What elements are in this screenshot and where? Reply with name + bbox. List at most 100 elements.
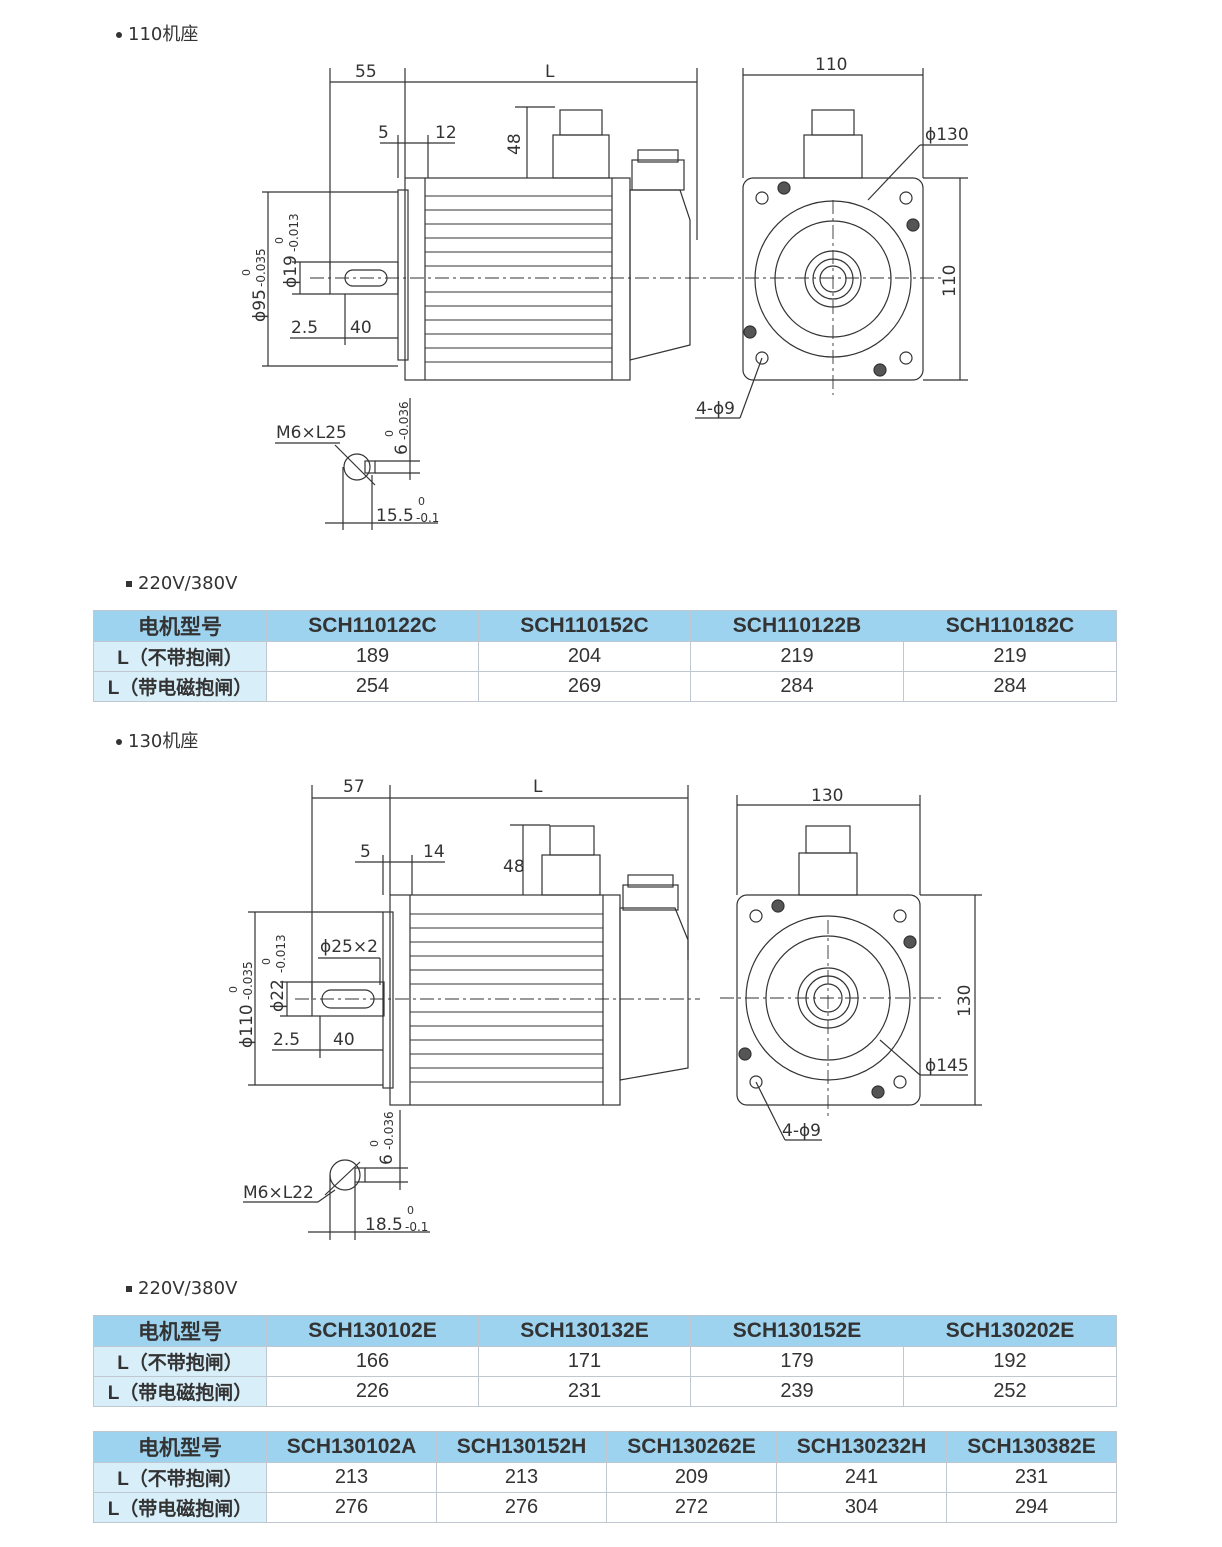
- drawing-110-frame: 55 L 5 12 48 110 110 ϕ130 ϕ95 -0.035 0 ϕ…: [240, 55, 969, 530]
- value-cell: 239: [690, 1376, 904, 1407]
- dim-48: 48: [503, 857, 525, 877]
- dim-55: 55: [355, 62, 377, 82]
- model-cell: SCH110122B: [690, 610, 904, 642]
- dim-phi95: ϕ95: [250, 289, 270, 322]
- dim-phi19-tol0: 0: [273, 237, 286, 244]
- dim-key: 6: [392, 444, 412, 455]
- dim-key-tol0: 0: [368, 1140, 381, 1147]
- dim-phi22-tol0: 0: [260, 958, 273, 965]
- dim-key: 6: [377, 1154, 397, 1165]
- dim-130-side: 130: [955, 985, 975, 1017]
- table-row: L（不带抱闸） 189 204 219 219: [93, 641, 1117, 672]
- value-cell: 226: [266, 1376, 479, 1407]
- dim-2-5: 2.5: [273, 1030, 300, 1050]
- table-row: L（带电磁抱闸） 276 276 272 304 294: [93, 1492, 1117, 1523]
- table-row: L（带电磁抱闸） 254 269 284 284: [93, 671, 1117, 702]
- value-cell: 204: [478, 641, 691, 672]
- value-cell: 254: [266, 671, 479, 702]
- model-cell: SCH130102E: [266, 1315, 479, 1347]
- value-cell: 189: [266, 641, 479, 672]
- dim-phi22-tol: -0.013: [274, 934, 288, 973]
- dim-5: 5: [378, 123, 389, 143]
- value-cell: 241: [776, 1462, 947, 1493]
- value-cell: 171: [478, 1346, 691, 1377]
- model-cell: SCH110182C: [903, 610, 1117, 642]
- value-cell: 213: [266, 1462, 437, 1493]
- dim-thread: M6×L25: [276, 423, 347, 443]
- table-header-row: 电机型号 SCH110122C SCH110152C SCH110122B SC…: [93, 610, 1117, 642]
- section-title-130: 130机座: [116, 727, 198, 753]
- row-label: L（不带抱闸）: [93, 1346, 267, 1377]
- dim-48: 48: [505, 133, 525, 155]
- value-cell: 284: [903, 671, 1117, 702]
- dim-40: 40: [350, 318, 372, 338]
- dim-key-depth-tol0: 0: [407, 1204, 414, 1217]
- dim-phi130: ϕ130: [925, 125, 969, 145]
- value-cell: 209: [606, 1462, 777, 1493]
- dim-12: 12: [435, 123, 457, 143]
- spec-table-130-a: 电机型号 SCH130102E SCH130132E SCH130152E SC…: [93, 1315, 1117, 1407]
- dim-key-tol: -0.036: [397, 401, 411, 440]
- dim-l: L: [545, 62, 555, 82]
- header-label: 电机型号: [93, 1315, 267, 1347]
- dim-key-depth-tol: -0.1: [405, 1220, 428, 1234]
- dim-key-depth-tol0: 0: [418, 495, 425, 508]
- model-cell: SCH130102A: [266, 1431, 437, 1463]
- value-cell: 276: [436, 1492, 607, 1523]
- value-cell: 166: [266, 1346, 479, 1377]
- dim-110-top: 110: [815, 55, 847, 75]
- table-header-row: 电机型号 SCH130102A SCH130152H SCH130262E SC…: [93, 1431, 1117, 1463]
- dim-key-tol0: 0: [383, 430, 396, 437]
- dim-holes: 4-ϕ9: [782, 1121, 821, 1141]
- model-cell: SCH130152H: [436, 1431, 607, 1463]
- model-cell: SCH130132E: [478, 1315, 691, 1347]
- row-label: L（不带抱闸）: [93, 641, 267, 672]
- value-cell: 304: [776, 1492, 947, 1523]
- dim-key-depth: 18.5: [365, 1215, 403, 1235]
- dim-130-top: 130: [811, 786, 843, 806]
- dim-phi110-tol: -0.035: [241, 961, 255, 1000]
- dim-40: 40: [333, 1030, 355, 1050]
- dim-phi110-tol0: 0: [227, 986, 240, 993]
- row-label: L（带电磁抱闸）: [93, 1376, 267, 1407]
- header-label: 电机型号: [93, 1431, 267, 1463]
- value-cell: 192: [903, 1346, 1117, 1377]
- dim-l: L: [533, 777, 543, 797]
- model-cell: SCH130382E: [946, 1431, 1117, 1463]
- value-cell: 269: [478, 671, 691, 702]
- voltage-label-110: 220V/380V: [126, 573, 237, 594]
- dim-phi22: ϕ22: [268, 979, 288, 1012]
- dim-thread: M6×L22: [243, 1183, 314, 1203]
- dim-key-depth: 15.5: [376, 506, 414, 526]
- model-cell: SCH110122C: [266, 610, 479, 642]
- table-row: L（带电磁抱闸） 226 231 239 252: [93, 1376, 1117, 1407]
- dim-110-side: 110: [940, 265, 960, 297]
- value-cell: 179: [690, 1346, 904, 1377]
- row-label: L（不带抱闸）: [93, 1462, 267, 1493]
- model-cell: SCH130152E: [690, 1315, 904, 1347]
- value-cell: 272: [606, 1492, 777, 1523]
- value-cell: 219: [690, 641, 904, 672]
- model-cell: SCH130232H: [776, 1431, 947, 1463]
- dim-57: 57: [343, 777, 365, 797]
- dim-phi110: ϕ110: [237, 1004, 257, 1048]
- bullet-square-icon: [126, 581, 132, 587]
- bullet-dot-icon: [116, 739, 122, 745]
- model-cell: SCH130202E: [903, 1315, 1117, 1347]
- value-cell: 219: [903, 641, 1117, 672]
- dim-key-tol: -0.036: [382, 1111, 396, 1150]
- voltage-label-130: 220V/380V: [126, 1278, 237, 1299]
- drawing-130-frame: 57 L 5 14 48 130 130 ϕ145 ϕ110 -0.035 0 …: [227, 777, 982, 1240]
- table-row: L（不带抱闸） 166 171 179 192: [93, 1346, 1117, 1377]
- dim-phi145: ϕ145: [925, 1056, 969, 1076]
- table-header-row: 电机型号 SCH130102E SCH130132E SCH130152E SC…: [93, 1315, 1117, 1347]
- dim-key-depth-tol: -0.1: [416, 511, 439, 525]
- dim-phi19-tol: -0.013: [287, 213, 301, 252]
- table-row: L（不带抱闸） 213 213 209 241 231: [93, 1462, 1117, 1493]
- dim-14: 14: [423, 842, 445, 862]
- row-label: L（带电磁抱闸）: [93, 671, 267, 702]
- value-cell: 231: [478, 1376, 691, 1407]
- value-cell: 284: [690, 671, 904, 702]
- dim-5: 5: [360, 842, 371, 862]
- bullet-dot-icon: [116, 32, 122, 38]
